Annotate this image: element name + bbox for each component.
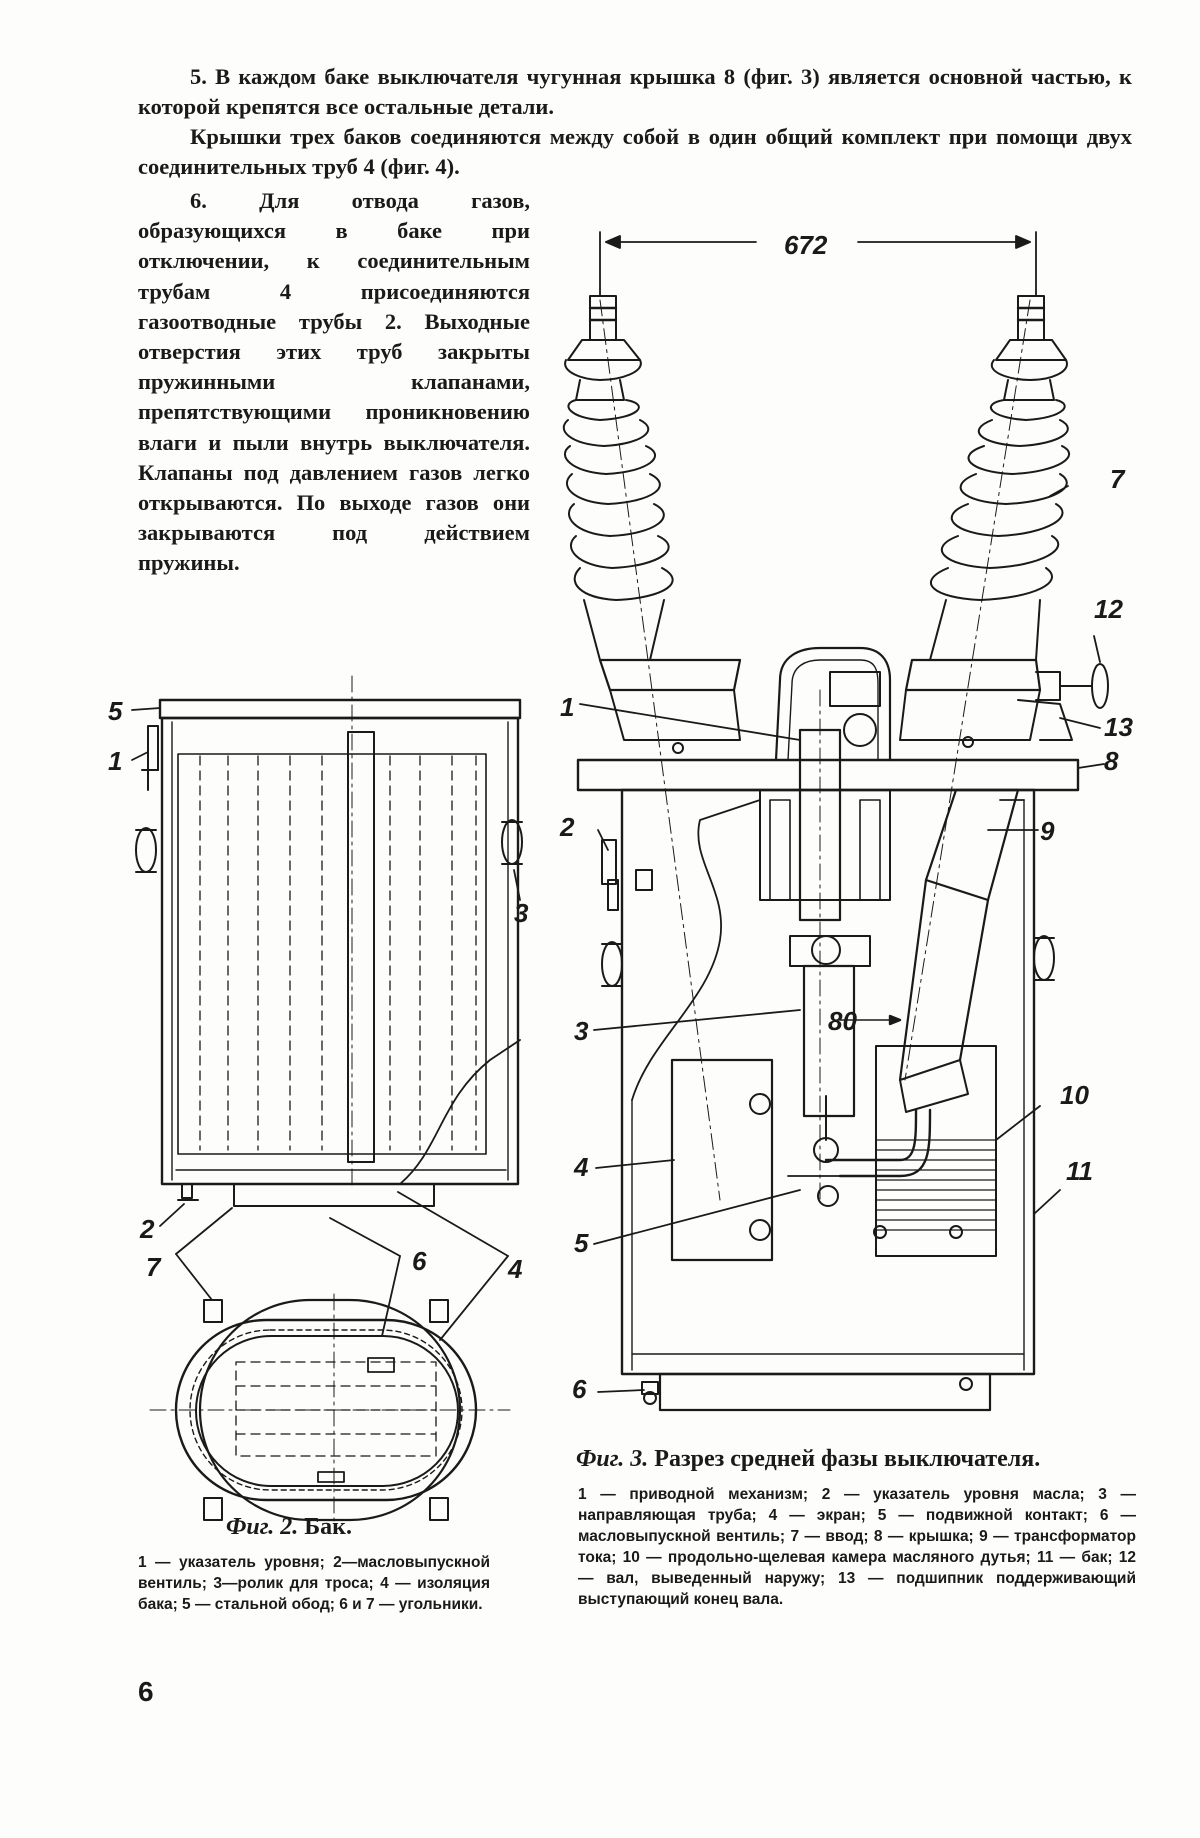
fig2-labels: 5 1 3 2 7 6 4 [108, 696, 529, 1284]
fig3-label-9: 9 [1040, 816, 1055, 846]
fig3-label-10: 10 [1060, 1080, 1089, 1110]
fig2-label-7: 7 [146, 1252, 162, 1282]
fig3-label-7: 7 [1110, 464, 1126, 494]
fig3-label-11: 11 [1066, 1156, 1093, 1186]
fig3-label-6: 6 [572, 1374, 587, 1404]
fig3-tank-body [602, 790, 1054, 1410]
fig2-tank-top-view [150, 1294, 510, 1526]
fig3-labels: 1 2 3 4 5 6 7 8 9 10 11 12 13 80 [559, 464, 1133, 1404]
fig3-label-1: 1 [560, 692, 574, 722]
fig3-label-12: 12 [1094, 594, 1123, 624]
fig2-label-2: 2 [139, 1214, 155, 1244]
fig3-label-8: 8 [1104, 746, 1119, 776]
page-number: 6 [138, 1676, 154, 1708]
fig3-label-3: 3 [574, 1016, 589, 1046]
fig3-legend: 1 — приводной механизм; 2 — указатель ур… [578, 1484, 1136, 1610]
fig2-legend: 1 — указатель уровня; 2—масловыпускной в… [138, 1552, 490, 1615]
fig3-caption-name: Разрез средней фазы выключателя. [654, 1446, 1040, 1472]
fig2-label-5: 5 [108, 696, 123, 726]
fig2-label-1: 1 [108, 746, 122, 776]
fig2-tank-side-view [136, 676, 522, 1206]
fig2-caption-title: Фиг. 2. Бак. [226, 1514, 352, 1541]
fig2-label-3: 3 [514, 898, 529, 928]
fig2-label-4: 4 [507, 1254, 523, 1284]
fig2-leader-lines [132, 708, 520, 1340]
fig3-dim-80: 80 [828, 1006, 857, 1036]
fig3-right-bushing [900, 296, 1069, 1080]
fig3-label-5: 5 [574, 1228, 589, 1258]
fig3-label-4: 4 [573, 1152, 589, 1182]
fig3-label-2: 2 [559, 812, 575, 842]
fig2-caption-name: Бак. [304, 1514, 352, 1540]
fig3-left-bushing [564, 296, 740, 1200]
fig2-label-6: 6 [412, 1246, 427, 1276]
fig3-caption-prefix: Фиг. 3. [576, 1446, 648, 1472]
fig3-dim-672: 672 [784, 230, 828, 260]
fig3-label-13: 13 [1104, 712, 1133, 742]
fig2-caption-prefix: Фиг. 2. [226, 1514, 298, 1540]
fig3-caption-title: Фиг. 3. Разрез средней фазы выключателя. [576, 1446, 1040, 1473]
